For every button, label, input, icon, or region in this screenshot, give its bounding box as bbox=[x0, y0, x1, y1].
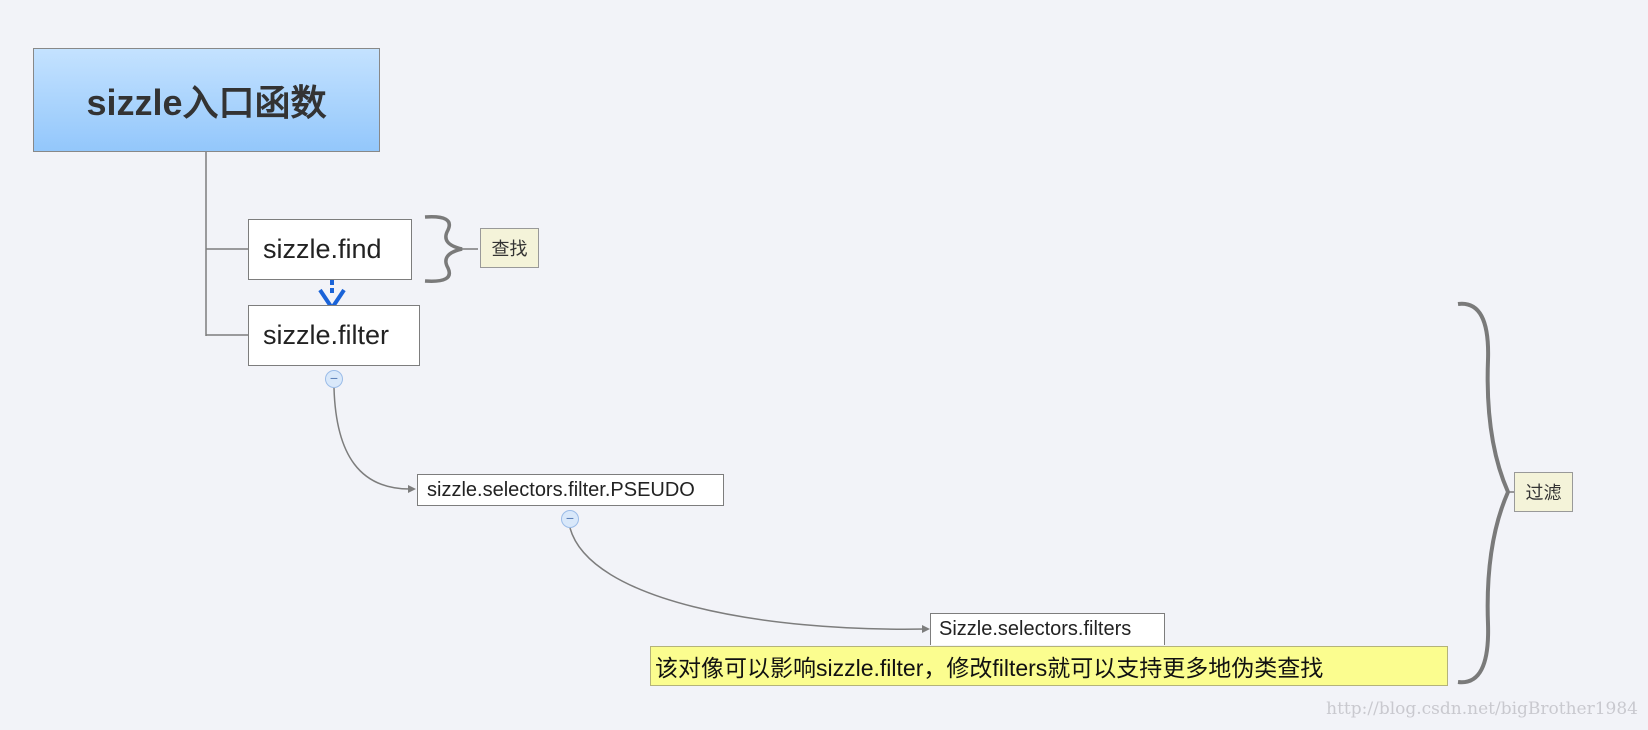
filter-node[interactable]: sizzle.filter bbox=[248, 305, 420, 366]
pseudo-node[interactable]: sizzle.selectors.filter.PSEUDO bbox=[417, 474, 724, 506]
arrowhead-pseudo bbox=[408, 485, 416, 493]
curve-filter-to-pseudo bbox=[333, 387, 413, 490]
curve-pseudo-to-filters bbox=[569, 527, 927, 630]
filters-node[interactable]: Sizzle.selectors.filters bbox=[930, 613, 1165, 645]
collapse-filter-button[interactable]: − bbox=[325, 370, 343, 388]
root-node[interactable]: sizzle入口函数 bbox=[33, 48, 380, 152]
find-node[interactable]: sizzle.find bbox=[248, 219, 412, 280]
find-summary-label[interactable]: 查找 bbox=[480, 228, 539, 268]
filters-note[interactable]: 该对像可以影响sizzle.filter，修改filters就可以支持更多地伪类… bbox=[650, 646, 1448, 686]
filter-summary-label[interactable]: 过滤 bbox=[1514, 472, 1573, 512]
collapse-pseudo-button[interactable]: − bbox=[561, 510, 579, 528]
arrowhead-filters bbox=[922, 625, 930, 633]
brace-filter bbox=[1457, 301, 1511, 685]
watermark: http://blog.csdn.net/bigBrother1984 bbox=[1326, 699, 1638, 719]
brace-find bbox=[424, 215, 463, 283]
